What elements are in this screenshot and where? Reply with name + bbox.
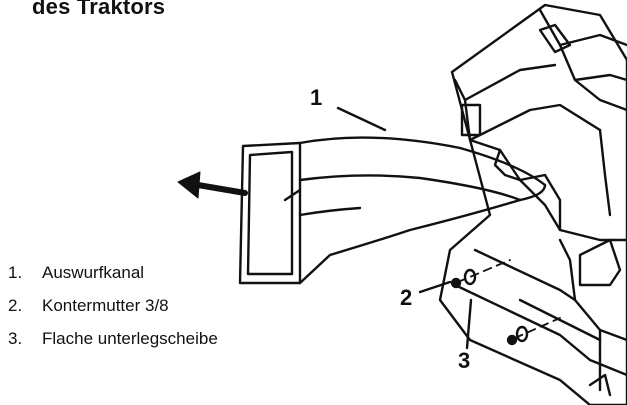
removal-arrow-icon — [177, 171, 248, 199]
legend-item: 2. Kontermutter 3/8 — [8, 289, 218, 322]
leader-line-2 — [418, 280, 452, 294]
legend-number: 2. — [8, 295, 23, 315]
lock-nut-icon — [506, 334, 518, 346]
legend-number: 3. — [8, 328, 23, 348]
callout-1: 1 — [310, 85, 323, 110]
legend-item: 3. Flache unterlegscheibe — [8, 322, 218, 355]
legend-label: Flache unterlegscheibe — [42, 328, 218, 348]
legend-number: 1. — [8, 262, 23, 282]
flat-washer-icon — [515, 325, 529, 343]
legend-label: Kontermutter 3/8 — [42, 295, 169, 315]
page-heading: des Traktors — [32, 0, 166, 19]
leader-line-1 — [336, 106, 387, 132]
callout-3: 3 — [458, 348, 471, 373]
legend-item: 1. Auswurfkanal — [8, 256, 218, 289]
tractor-housing — [438, 3, 627, 405]
callout-2: 2 — [400, 285, 413, 310]
flat-washer-icon — [463, 268, 477, 286]
hardware-group — [450, 259, 561, 346]
leader-line-3 — [465, 298, 473, 350]
parts-legend: 1. Auswurfkanal 2. Kontermutter 3/8 3. F… — [8, 256, 218, 355]
legend-label: Auswurfkanal — [42, 262, 145, 282]
discharge-chute — [238, 136, 547, 285]
lock-nut-icon — [450, 277, 462, 289]
